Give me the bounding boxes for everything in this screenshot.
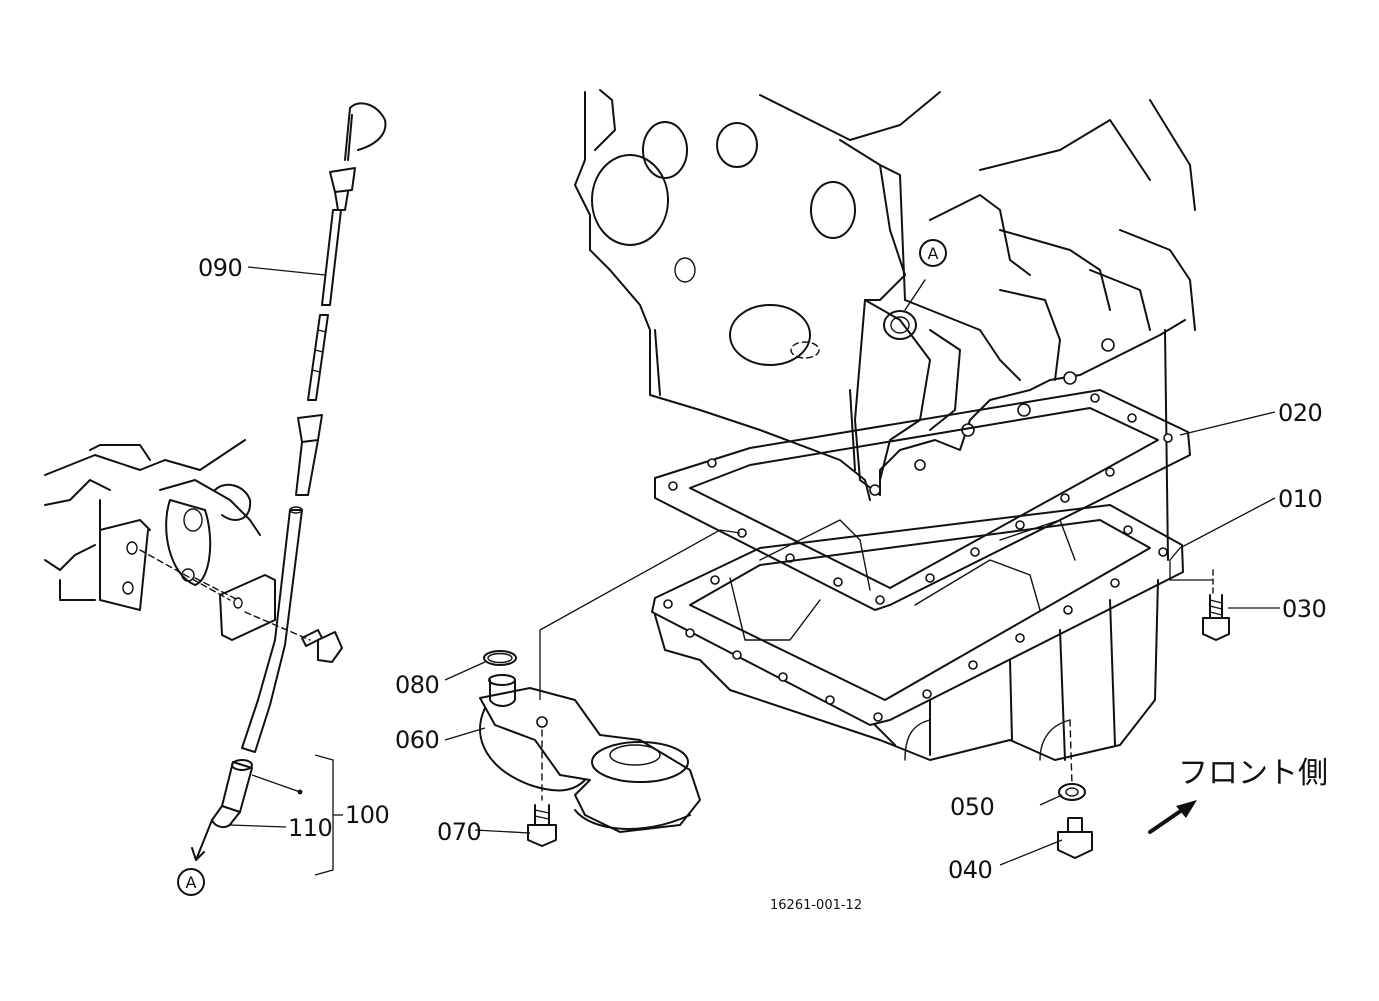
callout-070: 070 — [437, 818, 481, 846]
mounting-bracket — [139, 549, 311, 641]
engine-block-illustration — [574, 89, 1196, 561]
bolt-070 — [527, 729, 557, 847]
drawing-number: 16261-001-12 — [770, 898, 862, 913]
reference-marker-lower: A — [177, 868, 205, 896]
front-side-label: フロント側 — [1178, 756, 1328, 791]
bracket-bolt — [301, 629, 343, 663]
reference-letter: A — [928, 244, 939, 263]
o-ring-080 — [483, 650, 517, 666]
front-direction-indicator: フロント側 — [1148, 756, 1328, 834]
pan-bolt-holes — [663, 525, 1168, 722]
callout-010: 010 — [1278, 485, 1322, 513]
callout-labels: 020 010 030 050 040 080 060 070 090 110 … — [198, 254, 1327, 884]
callout-060: 060 — [395, 726, 439, 754]
drain-plug-040 — [1057, 719, 1093, 859]
callout-020: 020 — [1278, 399, 1322, 427]
callout-030: 030 — [1282, 595, 1326, 623]
bolt-030 — [1202, 569, 1230, 641]
oil-strainer-060 — [479, 687, 701, 833]
callout-100: 100 — [345, 801, 389, 829]
dipstick-090 — [307, 102, 387, 401]
block-detail-left — [44, 439, 261, 611]
dipstick-guide-tube — [241, 414, 323, 753]
reference-letter: A — [186, 873, 197, 892]
callout-110: 110 — [288, 814, 332, 842]
leader-lines — [229, 266, 1280, 876]
reference-marker-upper: A — [919, 239, 947, 267]
pipe-stub — [488, 674, 516, 707]
oil-pan-010 — [651, 504, 1184, 761]
callout-040: 040 — [948, 856, 992, 884]
gasket-bolt-holes — [668, 393, 1173, 605]
front-direction-arrow — [1148, 806, 1187, 834]
callout-080: 080 — [395, 671, 439, 699]
oil-pan-gasket-020 — [654, 389, 1191, 611]
sealing-washer-050 — [1058, 783, 1086, 801]
gauge-adapter-110 — [191, 759, 253, 861]
callout-050: 050 — [950, 793, 994, 821]
callout-090: 090 — [198, 254, 242, 282]
